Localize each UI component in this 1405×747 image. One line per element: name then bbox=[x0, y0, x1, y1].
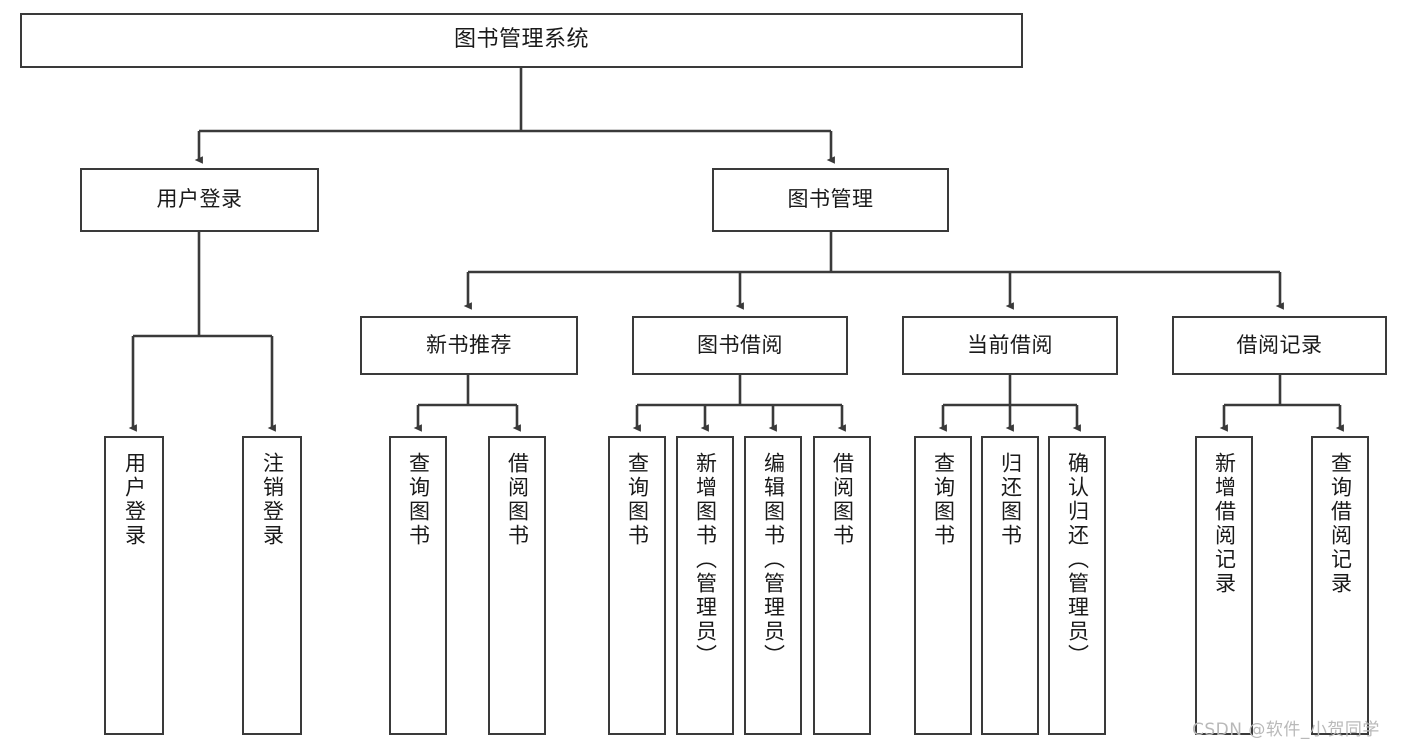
node-book-manage-label: 图书管理 bbox=[787, 187, 874, 212]
node-leaf-borrow-book-2-label: 借阅图书 bbox=[830, 452, 855, 548]
node-leaf-return-book-label: 归还图书 bbox=[998, 452, 1023, 548]
node-leaf-return-book[interactable]: 归还图书 bbox=[981, 436, 1039, 735]
node-new-book-recommend[interactable]: 新书推荐 bbox=[360, 316, 578, 375]
node-book-manage[interactable]: 图书管理 bbox=[712, 168, 949, 232]
node-leaf-query-record[interactable]: 查询借阅记录 bbox=[1311, 436, 1369, 735]
node-leaf-confirm-return-label: 确认归还（管理员） bbox=[1065, 452, 1090, 668]
node-root-label: 图书管理系统 bbox=[453, 27, 589, 53]
node-leaf-query-book-1-label: 查询图书 bbox=[406, 452, 431, 548]
csdn-watermark: CSDN @软件_小贺同学 bbox=[1192, 720, 1380, 740]
node-leaf-query-book-3-label: 查询图书 bbox=[931, 452, 956, 548]
node-leaf-add-record[interactable]: 新增借阅记录 bbox=[1195, 436, 1253, 735]
node-leaf-user-login-label: 用户登录 bbox=[122, 452, 147, 548]
node-leaf-user-login[interactable]: 用户登录 bbox=[104, 436, 164, 735]
node-leaf-query-book-2[interactable]: 查询图书 bbox=[608, 436, 666, 735]
node-leaf-confirm-return[interactable]: 确认归还（管理员） bbox=[1048, 436, 1106, 735]
node-new-book-recommend-label: 新书推荐 bbox=[426, 332, 512, 357]
node-leaf-borrow-book-1-label: 借阅图书 bbox=[505, 452, 530, 548]
node-leaf-edit-book-label: 编辑图书（管理员） bbox=[761, 452, 786, 668]
node-leaf-borrow-book-1[interactable]: 借阅图书 bbox=[488, 436, 546, 735]
node-leaf-edit-book[interactable]: 编辑图书（管理员） bbox=[744, 436, 802, 735]
node-leaf-logout-label: 注销登录 bbox=[260, 452, 285, 548]
node-root[interactable]: 图书管理系统 bbox=[20, 13, 1023, 68]
node-user-login[interactable]: 用户登录 bbox=[80, 168, 319, 232]
node-book-borrow-label: 图书借阅 bbox=[697, 332, 783, 357]
node-current-borrow[interactable]: 当前借阅 bbox=[902, 316, 1118, 375]
node-user-login-label: 用户登录 bbox=[156, 187, 243, 212]
node-leaf-query-record-label: 查询借阅记录 bbox=[1328, 452, 1353, 596]
node-leaf-borrow-book-2[interactable]: 借阅图书 bbox=[813, 436, 871, 735]
node-leaf-add-record-label: 新增借阅记录 bbox=[1212, 452, 1237, 596]
node-leaf-query-book-1[interactable]: 查询图书 bbox=[389, 436, 447, 735]
node-borrow-record[interactable]: 借阅记录 bbox=[1172, 316, 1387, 375]
node-leaf-query-book-2-label: 查询图书 bbox=[625, 452, 650, 548]
node-leaf-logout[interactable]: 注销登录 bbox=[242, 436, 302, 735]
node-leaf-add-book-label: 新增图书（管理员） bbox=[693, 452, 718, 668]
node-borrow-record-label: 借阅记录 bbox=[1236, 332, 1323, 357]
node-book-borrow[interactable]: 图书借阅 bbox=[632, 316, 848, 375]
node-leaf-add-book[interactable]: 新增图书（管理员） bbox=[676, 436, 734, 735]
node-leaf-query-book-3[interactable]: 查询图书 bbox=[914, 436, 972, 735]
node-current-borrow-label: 当前借阅 bbox=[967, 332, 1053, 357]
